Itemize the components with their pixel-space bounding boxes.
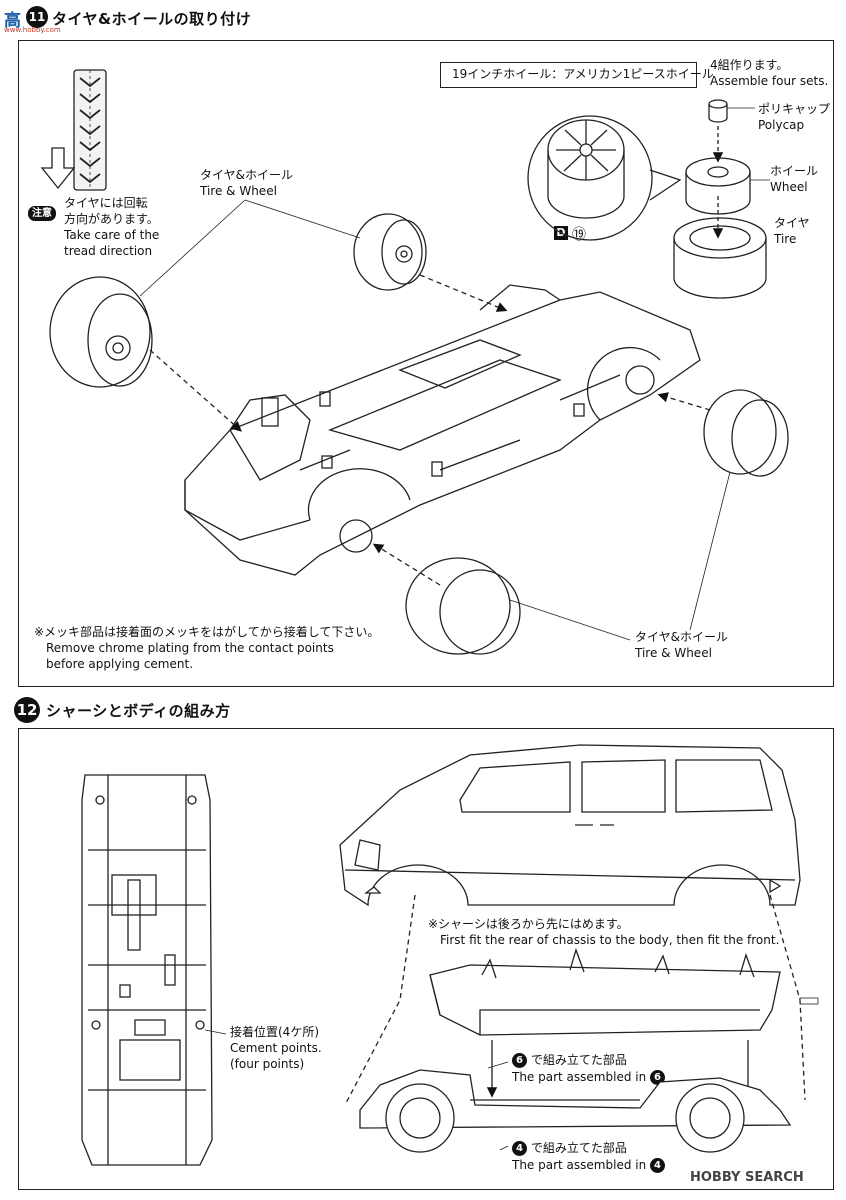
- assembled4-jp: 4 で組み立てた部品: [512, 1141, 627, 1156]
- tire-wheel-bottom-en: Tire & Wheel: [635, 646, 712, 660]
- direction-arrow-icon: [40, 147, 76, 190]
- step12-number-badge: 12: [14, 697, 40, 723]
- polycap-label-en: Polycap: [758, 118, 805, 132]
- assembled4-jp-text: で組み立てた部品: [530, 1141, 627, 1155]
- polycap-icon: [708, 99, 728, 123]
- step-ref-6-badge: 6: [512, 1053, 527, 1068]
- tire-wheel-bottom-jp: タイヤ&ホイール: [635, 630, 728, 644]
- polycap-label-jp: ポリキャップ: [758, 102, 831, 116]
- chassis-illustration: [184, 284, 701, 576]
- interior-tub-illustration: [429, 947, 819, 1036]
- tire-label-jp: タイヤ: [774, 216, 810, 230]
- tire-top-center-icon: [353, 213, 427, 291]
- step-ref-4-badge: 4: [512, 1141, 527, 1156]
- cement-points-jp: 接着位置(4ケ所): [230, 1025, 319, 1039]
- assembled6-jp: 6 で組み立てた部品: [512, 1053, 627, 1068]
- chassis-underside-illustration: [81, 774, 227, 1166]
- watermark-top-left: 高: [4, 11, 21, 31]
- fit-order-en: First fit the rear of chassis to the bod…: [440, 933, 780, 947]
- four-sets-jp: 4組作ります。: [710, 58, 789, 72]
- caution-badge: 注意: [28, 206, 56, 221]
- step-ref-6-badge-en: 6: [650, 1070, 666, 1085]
- chrome-note-jp: ※メッキ部品は接着面のメッキをはがしてから接着して下さい。: [34, 625, 380, 639]
- wheel-part-icon: [547, 119, 625, 219]
- tire-wheel-top-jp: タイヤ&ホイール: [200, 168, 293, 182]
- watermark-top-left-small: www.hobby.com: [4, 26, 61, 34]
- tread-en-1: Take care of the: [64, 228, 160, 242]
- cement-points-en-1: Cement points.: [230, 1041, 322, 1055]
- wheel-label-en: Wheel: [770, 180, 808, 194]
- step12-title: シャーシとボディの組み方: [46, 702, 231, 720]
- tire-bottom-icon: [405, 557, 521, 655]
- assembled4-en: The part assembled in 4: [512, 1158, 666, 1173]
- tread-jp-1: タイヤには回転: [64, 196, 148, 210]
- wheel-type-label: 19インチホイール：アメリカン1ピースホイール: [452, 67, 714, 81]
- van-body-illustration: [339, 744, 801, 907]
- fit-order-jp: ※シャーシは後ろから先にはめます。: [428, 917, 629, 931]
- chrome-note-en-2: before applying cement.: [46, 657, 194, 671]
- assembled6-jp-text: で組み立てた部品: [530, 1053, 627, 1067]
- step11-number-badge: 11: [26, 6, 48, 28]
- tread-pattern-icon: [73, 69, 107, 191]
- tread-en-2: tread direction: [64, 244, 153, 258]
- chassis-side-illustration: [359, 1069, 792, 1153]
- assembled6-en: The part assembled in 6: [512, 1070, 666, 1085]
- step-ref-4-badge-en: 4: [650, 1158, 666, 1173]
- assembled4-en-text: The part assembled in: [512, 1158, 647, 1172]
- cement-points-en-2: (four points): [230, 1057, 305, 1071]
- assembled6-en-text: The part assembled in: [512, 1070, 647, 1084]
- watermark-bottom-right: HOBBY SEARCH: [690, 1170, 804, 1185]
- wheel-label-jp: ホイール: [770, 164, 819, 178]
- wheel-part-detail: [527, 115, 653, 241]
- tire-label-en: Tire: [774, 232, 797, 246]
- step11-title: タイヤ&ホイールの取り付け: [52, 10, 252, 28]
- four-sets-en: Assemble four sets.: [710, 74, 829, 88]
- tire-right-icon: [703, 389, 789, 477]
- tire-icon: [673, 217, 767, 299]
- tread-jp-2: 方向があります。: [64, 212, 159, 226]
- tire-wheel-top-en: Tire & Wheel: [200, 184, 277, 198]
- chrome-note-en-1: Remove chrome plating from the contact p…: [46, 641, 334, 655]
- wheel-type-box: [440, 62, 697, 88]
- tire-left-icon: [49, 276, 153, 388]
